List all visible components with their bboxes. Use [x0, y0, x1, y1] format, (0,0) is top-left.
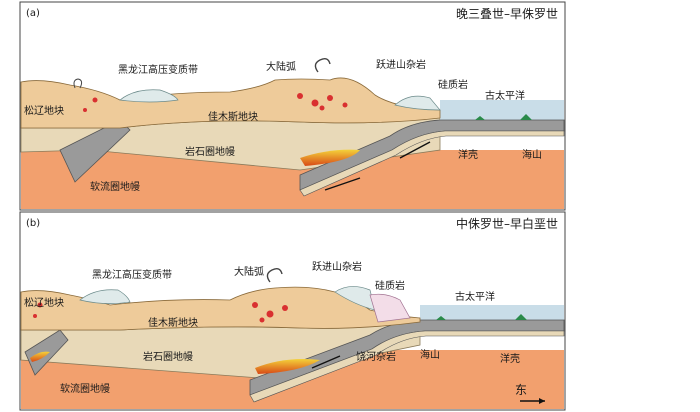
label-heilongjiang-b: 黑龙江高压变质带 [92, 268, 172, 281]
label-heilongjiang-a: 黑龙江高压变质带 [118, 63, 198, 76]
seamount-small-b [436, 316, 446, 320]
panel-a-title: 晚三叠世–早侏罗世 [456, 7, 558, 21]
hp-belt-a [119, 89, 179, 103]
panel-b: (b) 中侏罗世–早白垩世 黑龙江高压变质带 大陆弧 跃进山杂岩 硅质岩 古太平… [19, 211, 566, 411]
ocean-a [440, 100, 564, 120]
seamount-small-a [475, 116, 485, 120]
slab-lithosphere-b [249, 330, 565, 403]
panel-b-title: 中侏罗世–早白垩世 [456, 216, 558, 231]
label-yuejinshan-a: 跃进山杂岩 [376, 58, 426, 71]
melt-pocket-a [300, 149, 360, 166]
volcano-plume-a2 [73, 78, 83, 89]
plutons-a [83, 93, 348, 112]
volcano-plume-b [266, 267, 283, 283]
slab-lithosphere-a [299, 130, 565, 197]
label-songliao-a: 松辽地块 [24, 104, 64, 117]
label-raohe-b: 饶河杂岩 [356, 350, 396, 363]
label-lithosphere-b: 岩石圈地幔 [143, 350, 193, 363]
accretion-a [394, 95, 441, 111]
subduction-arrow-b [311, 355, 341, 369]
melt-pocket-b [255, 359, 320, 374]
raohe-complex-b [369, 293, 411, 323]
panel-a: (a) 晚三叠世–早侏罗世 黑龙江高压变质带 大陆弧 跃进山杂岩 硅质岩 古太平… [19, 1, 566, 211]
label-songliao-b: 松辽地块 [24, 296, 64, 309]
label-asthenosphere-a: 软流圈地幔 [90, 180, 140, 193]
subduction-arrow-a [399, 141, 431, 159]
ocean-b [420, 305, 564, 320]
seamount-a [520, 114, 532, 120]
subduction-arrow-a2 [324, 177, 361, 191]
label-east-b: 东 [515, 383, 527, 397]
panel-b-tag: (b) [26, 218, 40, 229]
label-ocean-crust-a: 洋壳 [458, 148, 478, 161]
seamount-b [515, 314, 527, 320]
label-arc-a: 大陆弧 [266, 60, 296, 73]
western-slab-a [59, 119, 131, 183]
east-arrowhead [539, 398, 545, 404]
label-asthenosphere-b: 软流圈地幔 [60, 382, 110, 395]
label-paleo-pacific-b: 古太平洋 [455, 290, 495, 303]
melt-pocket-b2 [30, 351, 50, 362]
continental-crust-a [20, 77, 441, 129]
label-siliceous-b: 硅质岩 [375, 279, 405, 292]
label-siliceous-a: 硅质岩 [438, 78, 468, 91]
hp-belt-b [79, 289, 131, 304]
volcano-plume-a [314, 57, 331, 73]
label-paleo-pacific-a: 古太平洋 [485, 89, 525, 102]
label-arc-b: 大陆弧 [234, 265, 264, 278]
plutons-b [33, 302, 288, 323]
label-lithosphere-a: 岩石圈地幔 [185, 145, 235, 158]
label-jiamusi-a: 佳木斯地块 [208, 110, 258, 123]
label-seamount-b: 海山 [420, 348, 440, 361]
label-yuejinshan-b: 跃进山杂岩 [312, 260, 362, 273]
label-jiamusi-b: 佳木斯地块 [148, 316, 198, 329]
panel-a-tag: (a) [26, 8, 40, 19]
label-ocean-crust-b: 洋壳 [500, 352, 520, 365]
label-seamount-a: 海山 [522, 148, 542, 161]
